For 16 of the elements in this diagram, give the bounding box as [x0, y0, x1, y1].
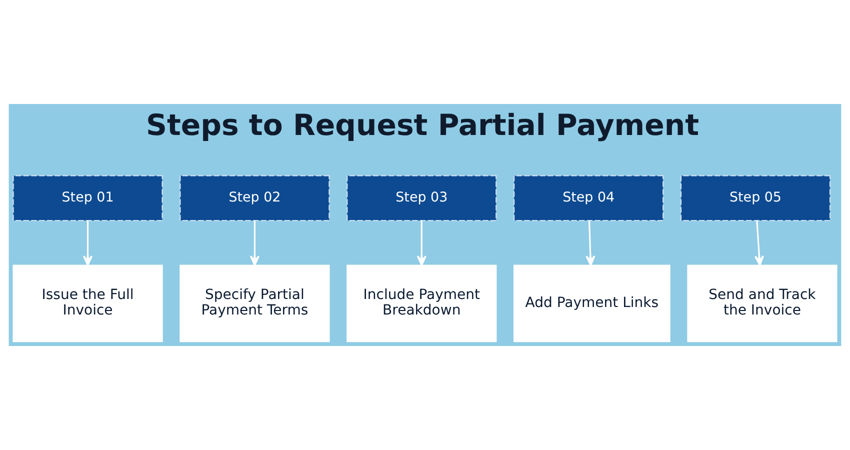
node-box: Step 04: [514, 175, 664, 222]
arrow: [250, 220, 260, 266]
node-box: Step 03: [346, 175, 497, 222]
node-box: Specify Partial Payment Terms: [180, 264, 330, 342]
node-box: Step 02: [180, 175, 330, 222]
node-box: Step 05: [680, 175, 831, 222]
arrow: [82, 220, 93, 266]
node-box: Issue the Full Invoice: [12, 264, 163, 342]
node-box: Include Payment Breakdown: [346, 264, 497, 342]
arrow: [586, 220, 596, 266]
diagram-title: Steps to Request Partial Payment: [146, 108, 700, 142]
arrow: [754, 220, 764, 266]
node-box: Add Payment Links: [514, 264, 670, 342]
node-box: Send and Track the Invoice: [687, 264, 838, 342]
arrow: [416, 220, 426, 266]
node-box: Step 01: [12, 175, 163, 222]
